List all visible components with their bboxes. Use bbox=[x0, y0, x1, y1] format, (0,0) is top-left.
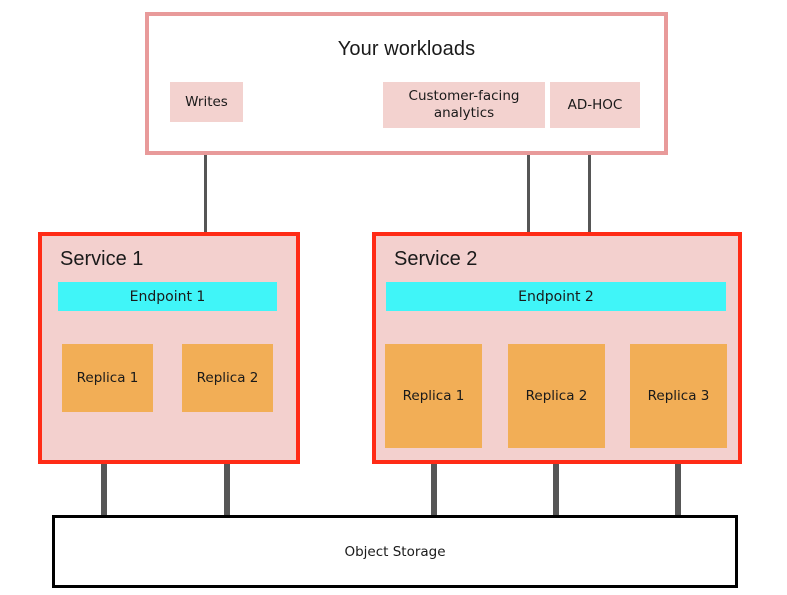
flow-arrow-adhoc-line bbox=[588, 128, 591, 261]
service-2-replica-1[interactable]: Replica 1 bbox=[385, 344, 482, 448]
service-2-replica-3[interactable]: Replica 3 bbox=[630, 344, 727, 448]
workload-chip-ad-hoc[interactable]: AD-HOC bbox=[550, 82, 640, 128]
service-1-replica-1[interactable]: Replica 1 bbox=[62, 344, 153, 412]
endpoint-1[interactable]: Endpoint 1 bbox=[58, 282, 277, 311]
connector-svc1-replica2-storage bbox=[224, 410, 230, 518]
service-title-2: Service 2 bbox=[394, 248, 478, 270]
service-2-replica-2[interactable]: Replica 2 bbox=[508, 344, 605, 448]
workloads-title: Your workloads bbox=[337, 38, 476, 60]
object-storage-container[interactable]: Object Storage bbox=[52, 515, 738, 588]
endpoint-2[interactable]: Endpoint 2 bbox=[386, 282, 726, 311]
connector-svc2-replica2-storage bbox=[553, 448, 559, 518]
connector-svc1-replica1-storage bbox=[101, 410, 107, 518]
connector-svc2-replica3-storage bbox=[675, 448, 681, 518]
flow-arrow-writes-line bbox=[204, 122, 207, 261]
flow-arrow-analytics-line bbox=[527, 128, 530, 261]
service-1-replica-2[interactable]: Replica 2 bbox=[182, 344, 273, 412]
service-title-1: Service 1 bbox=[60, 248, 144, 270]
workload-chip-writes[interactable]: Writes bbox=[170, 82, 243, 122]
workload-chip-customer-facing-analytics[interactable]: Customer-facing analytics bbox=[383, 82, 545, 128]
connector-svc2-replica1-storage bbox=[431, 448, 437, 518]
